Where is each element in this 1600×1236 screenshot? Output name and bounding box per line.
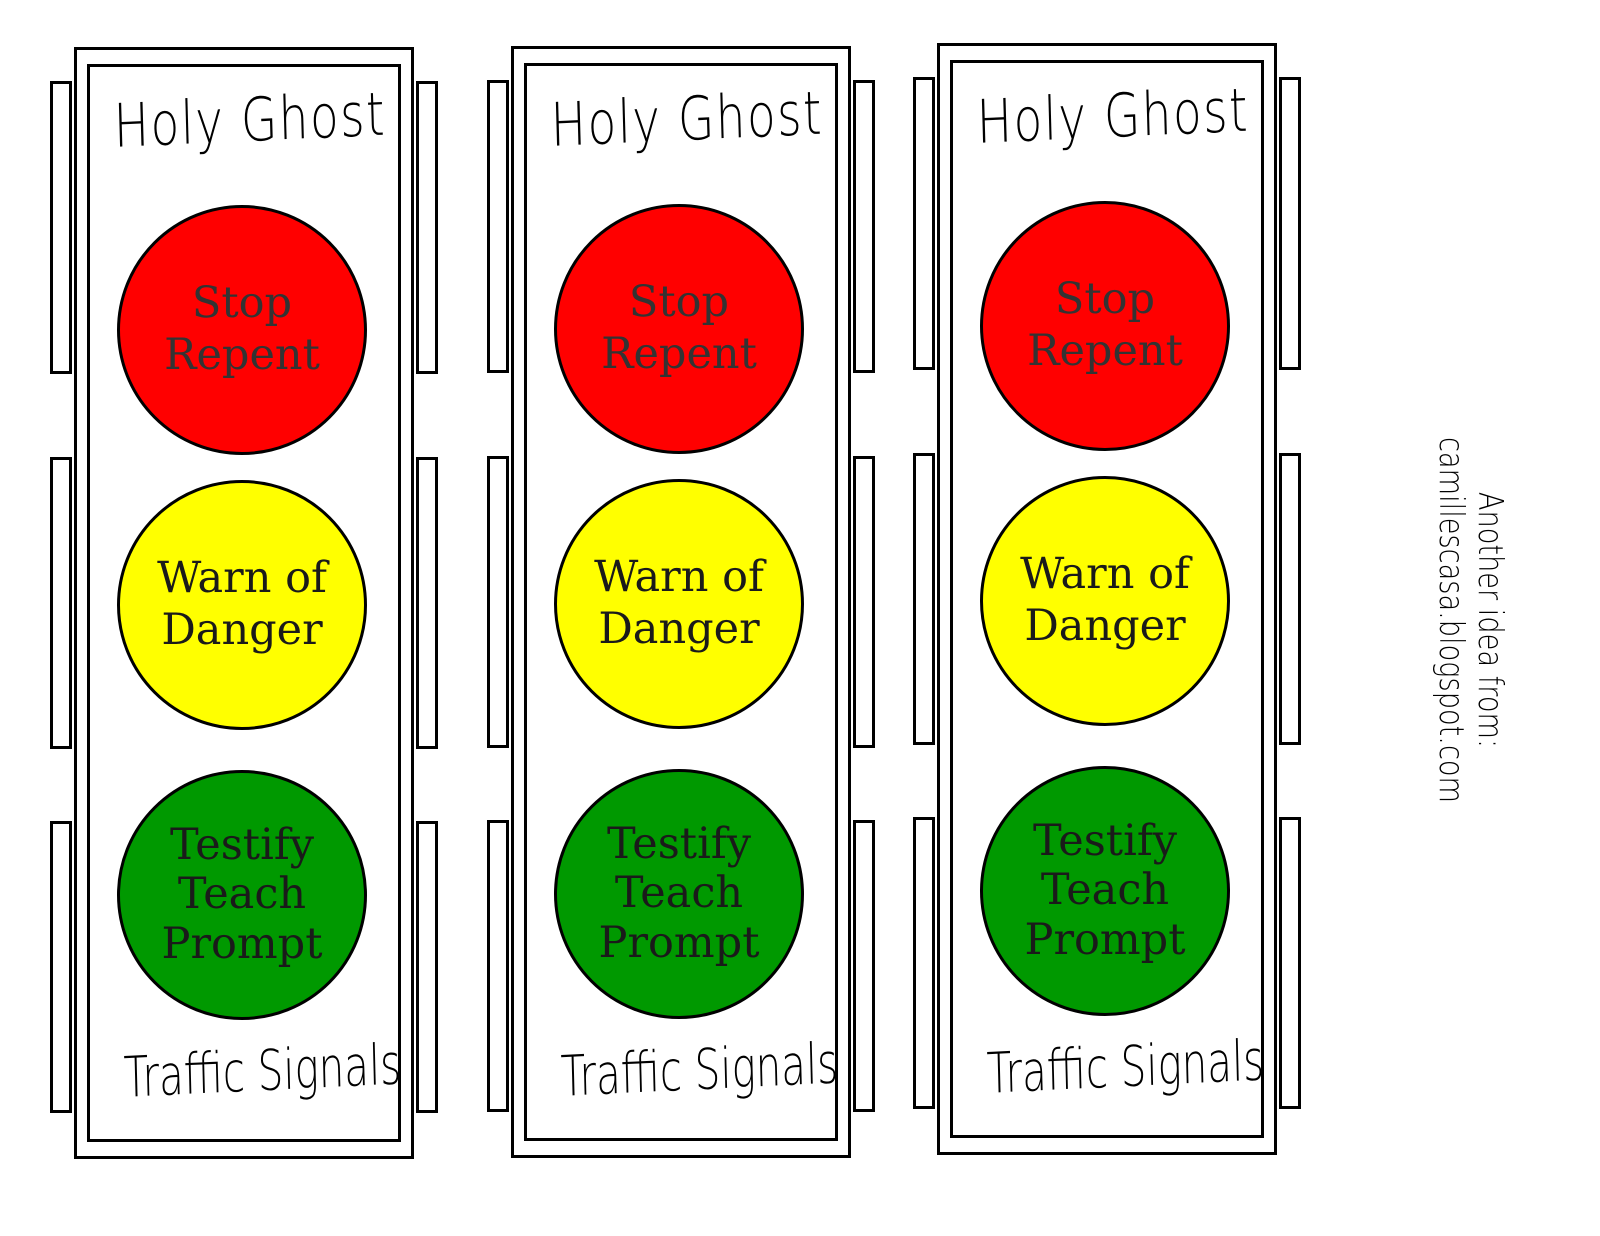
signal-footer: Traffic Signals [986,1028,1265,1107]
green-light: Testify Teach Prompt [117,770,367,1020]
credit-line-2: camillescasa.blogspot.com [1431,436,1471,804]
signal-footer: Traffic Signals [123,1032,402,1111]
green-light-line-1: Testify [1032,815,1178,866]
red-light-line-2: Repent [601,329,757,379]
yellow-light: Warn of Danger [980,476,1230,726]
red-light-line-2: Repent [1027,326,1183,376]
green-light-line-3: Prompt [1024,914,1186,965]
signal-tab-bottom-right [1279,817,1301,1109]
green-light-line-1: Testify [169,819,315,870]
green-light: Testify Teach Prompt [980,766,1230,1016]
signal-tab-middle-left [50,457,72,749]
signal-tab-top-right [1279,77,1301,370]
signal-footer: Traffic Signals [560,1031,839,1110]
signal-tab-top-right [853,80,875,373]
signal-tab-top-left [487,80,509,373]
red-light-line-1: Stop [1054,274,1156,325]
traffic-signal-3: Holy Ghost Stop Repent Warn of Danger Te… [913,43,1301,1155]
red-light-line-2: Repent [164,330,320,380]
signal-tab-middle-right [1279,453,1301,745]
yellow-light: Warn of Danger [554,479,804,729]
signal-outer-frame: Holy Ghost Stop Repent Warn of Danger Te… [511,46,851,1158]
signal-tab-bottom-left [913,817,935,1109]
signal-tab-bottom-right [416,821,438,1113]
signal-tab-top-right [416,81,438,374]
yellow-light-line-1: Warn of [1020,549,1190,600]
green-light-line-3: Prompt [161,918,323,969]
traffic-signal-2: Holy Ghost Stop Repent Warn of Danger Te… [487,46,875,1158]
credit-line-1: Another idea from: [1470,491,1511,749]
red-light-line-1: Stop [191,278,293,329]
signal-tab-middle-right [853,456,875,748]
red-light: Stop Repent [554,204,804,454]
red-light: Stop Repent [117,205,367,455]
yellow-light-line-2: Danger [161,605,323,655]
green-light: Testify Teach Prompt [554,769,804,1019]
signal-inner-frame [524,63,838,1141]
green-light-line-1: Testify [606,818,752,869]
red-light-line-1: Stop [628,277,730,328]
yellow-light-line-2: Danger [598,604,760,654]
signal-inner-frame [87,64,401,1142]
yellow-light-line-1: Warn of [594,552,764,603]
green-light-line-2: Teach [614,868,744,919]
yellow-light-line-2: Danger [1024,601,1186,651]
signal-tab-middle-left [487,456,509,748]
green-light-line-2: Teach [1040,865,1170,916]
signal-title: Holy Ghost [112,79,387,162]
signal-tab-bottom-right [853,820,875,1112]
signal-tab-middle-right [416,457,438,749]
green-light-line-3: Prompt [598,917,760,968]
signal-tab-middle-left [913,453,935,745]
traffic-signal-1: Holy Ghost Stop Repent Warn of Danger Te… [50,47,438,1159]
signal-tab-bottom-left [487,820,509,1112]
signal-outer-frame: Holy Ghost Stop Repent Warn of Danger Te… [74,47,414,1159]
signal-tab-top-left [913,77,935,370]
signal-outer-frame: Holy Ghost Stop Repent Warn of Danger Te… [937,43,1277,1155]
yellow-light-line-1: Warn of [157,553,327,604]
yellow-light: Warn of Danger [117,480,367,730]
signal-title: Holy Ghost [549,78,824,161]
green-light-line-2: Teach [177,869,307,920]
signal-title: Holy Ghost [975,75,1250,158]
signal-inner-frame [950,60,1264,1138]
credit-text-rotated: Another idea from: camillescasa.blogspot… [1431,391,1511,849]
signal-tab-top-left [50,81,72,374]
red-light: Stop Repent [980,201,1230,451]
credit-text: Another idea from: camillescasa.blogspot… [1431,410,1510,830]
signal-tab-bottom-left [50,821,72,1113]
